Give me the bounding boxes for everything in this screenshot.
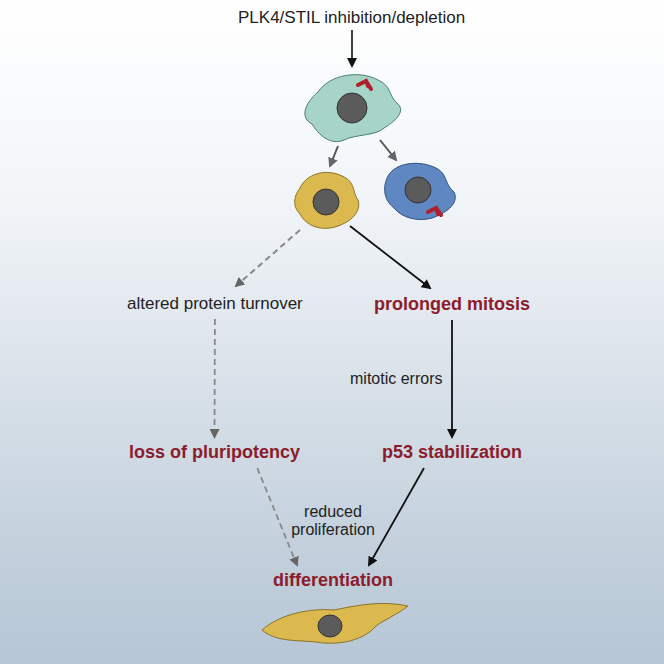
connector-arrow bbox=[369, 468, 424, 565]
stem-cell bbox=[305, 75, 401, 142]
dashed-arrow bbox=[236, 230, 300, 286]
arrow bbox=[351, 30, 353, 66]
centrioles bbox=[428, 208, 441, 215]
centriole-cell bbox=[385, 163, 456, 219]
connector-arrow bbox=[451, 320, 453, 437]
differentiated-cell bbox=[262, 603, 408, 643]
acentriolar-cell bbox=[295, 172, 359, 228]
nucleus bbox=[313, 189, 339, 215]
text-node: prolonged mitosis bbox=[374, 294, 530, 315]
text-node: PLK4/STIL inhibition/depletion bbox=[238, 8, 465, 28]
centrioles bbox=[358, 81, 371, 89]
process-text: PLK4/STIL inhibition/depletion bbox=[238, 8, 465, 28]
process-text: altered protein turnover bbox=[127, 294, 303, 314]
connector-arrow bbox=[214, 319, 216, 437]
text-node: p53 stabilization bbox=[382, 442, 522, 463]
note-label: reduced proliferation bbox=[278, 503, 388, 539]
nucleus bbox=[318, 615, 342, 637]
outcome-text: loss of pluripotency bbox=[129, 442, 300, 463]
outcome-text: differentiation bbox=[273, 570, 393, 591]
arrow bbox=[350, 226, 430, 288]
arrow bbox=[380, 140, 396, 160]
nucleus bbox=[405, 177, 431, 203]
outcome-text: p53 stabilization bbox=[382, 442, 522, 463]
connector-arrow bbox=[257, 468, 297, 565]
outcome-text: prolonged mitosis bbox=[374, 294, 530, 315]
nucleus bbox=[337, 93, 367, 123]
arrow bbox=[330, 146, 338, 166]
text-node: loss of pluripotency bbox=[129, 442, 300, 463]
text-node: altered protein turnover bbox=[127, 294, 303, 314]
text-node: differentiation bbox=[273, 570, 393, 591]
edge-label: mitotic errors bbox=[350, 370, 442, 388]
